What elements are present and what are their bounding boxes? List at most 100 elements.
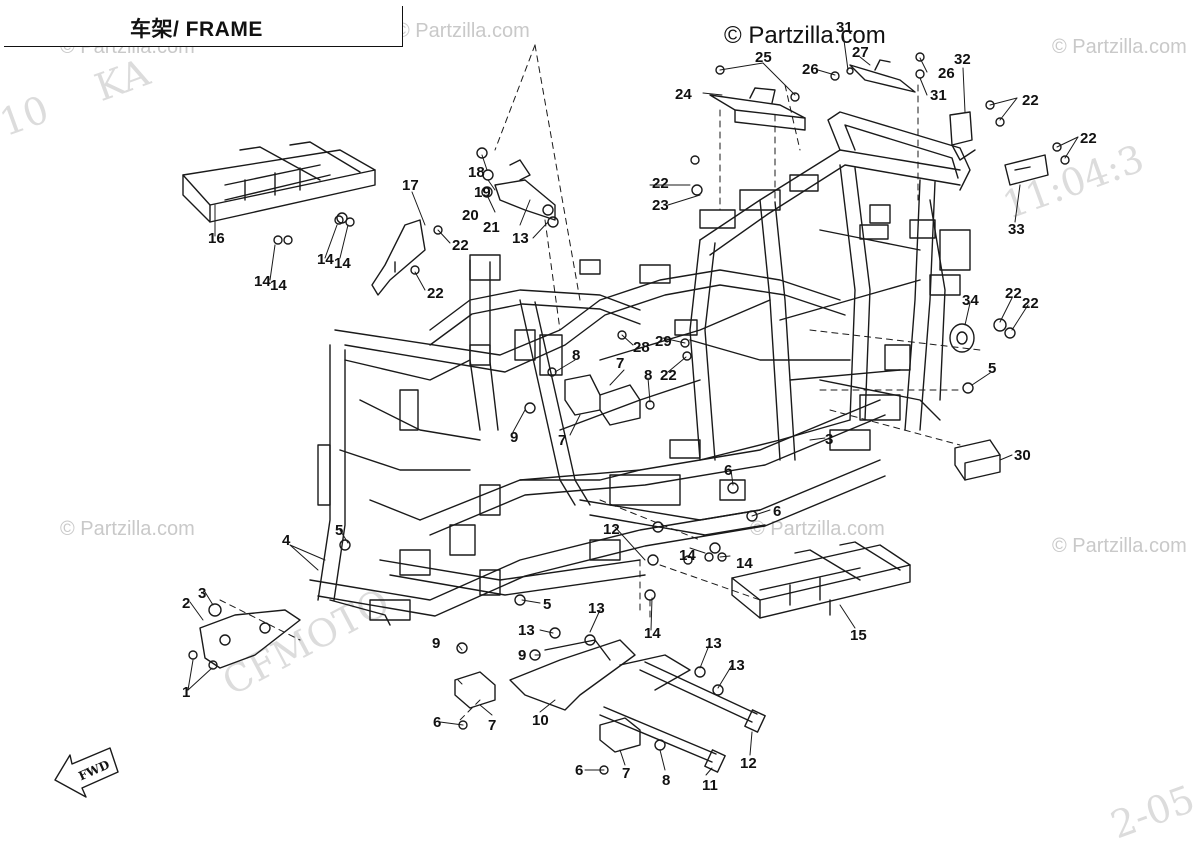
- callout-24: 24: [675, 86, 692, 103]
- callout-22g: 22: [1005, 285, 1022, 302]
- callout-16: 16: [208, 230, 225, 247]
- fwd-label: FWD: [76, 757, 111, 783]
- watermark-partzilla-4: © Partzilla.com: [60, 518, 195, 540]
- callout-13b: 13: [588, 600, 605, 617]
- callout-15: 15: [850, 627, 867, 644]
- callout-9b: 9: [432, 635, 440, 652]
- callout-17: 17: [402, 177, 419, 194]
- callout-23: 23: [652, 197, 669, 214]
- callout-7b: 7: [616, 355, 624, 372]
- callout-27: 27: [852, 44, 869, 61]
- callout-22d: 22: [660, 367, 677, 384]
- part-21-bracket: [494, 159, 556, 221]
- callout-13c: 13: [518, 622, 535, 639]
- callout-25: 25: [755, 49, 772, 66]
- callout-22f: 22: [1080, 130, 1097, 147]
- part-2-bracket: [199, 609, 301, 669]
- callout-19: 19: [474, 184, 491, 201]
- callout-28: 28: [633, 339, 650, 356]
- callout-11: 11: [702, 777, 718, 794]
- callout-5c: 5: [988, 360, 996, 377]
- callout-6c: 6: [724, 462, 732, 479]
- callout-20: 20: [462, 207, 479, 224]
- part-33-bracket: [1004, 154, 1049, 186]
- callout-14f: 14: [736, 555, 753, 572]
- callout-22h: 22: [1022, 295, 1039, 312]
- callout-3b: 3: [825, 431, 833, 448]
- callout-22a: 22: [452, 237, 469, 254]
- part-32-bracket: [949, 111, 976, 161]
- callout-8c: 8: [662, 772, 670, 789]
- part-24-bracket: [709, 87, 806, 131]
- alignment-lines: [219, 44, 981, 721]
- part-7-mounts: [454, 374, 641, 753]
- callout-14d: 14: [334, 255, 351, 272]
- callout-7a: 7: [558, 432, 566, 449]
- copyright-text: © Partzilla.com: [724, 22, 886, 49]
- callout-31b: 31: [930, 87, 947, 104]
- callout-14a: 14: [254, 273, 271, 290]
- callout-32: 32: [954, 51, 971, 68]
- part-27-bracket: [849, 59, 916, 93]
- frame-brackets: [317, 174, 971, 621]
- callout-12b: 12: [740, 755, 757, 772]
- part-17-bracket: [371, 219, 426, 296]
- part-11-bolt: [599, 706, 726, 773]
- frame-top-rails: [334, 111, 971, 373]
- callout-4: 4: [282, 532, 291, 549]
- callout-13d: 13: [705, 635, 722, 652]
- part-16-front-rack: [182, 141, 376, 223]
- callout-6b: 6: [575, 762, 583, 779]
- callout-12a: 12: [603, 521, 620, 538]
- callout-34: 34: [962, 292, 979, 309]
- frame-vertical-posts: [317, 164, 946, 601]
- callout-9c: 9: [518, 647, 526, 664]
- callout-14c: 14: [317, 251, 334, 268]
- callout-7c: 7: [488, 717, 496, 734]
- callout-labels: 1 2 3 3 4 5 5 5 6 6 6 6 7 7 7 7 8 8 8 9 …: [76, 19, 1096, 794]
- part-30-cap: [954, 439, 1001, 481]
- part-15-rear-rack: [731, 541, 911, 619]
- callout-3: 3: [198, 585, 206, 602]
- watermark-partzilla-2: © Partzilla.com: [395, 20, 530, 42]
- fwd-arrow-icon: [54, 747, 119, 798]
- part-34-plate: [949, 323, 975, 353]
- callout-14e: 14: [679, 547, 696, 564]
- callout-18: 18: [468, 164, 485, 181]
- callout-8a: 8: [572, 347, 580, 364]
- callout-22b: 22: [427, 285, 444, 302]
- frame-cross-braces: [339, 229, 921, 521]
- callout-33: 33: [1008, 221, 1025, 238]
- callout-29: 29: [655, 333, 672, 350]
- callout-31a: 31: [836, 19, 853, 36]
- callout-1: 1: [182, 684, 190, 701]
- callout-13e: 13: [728, 657, 745, 674]
- page-title: 车架/ FRAME: [130, 18, 263, 41]
- watermark-partzilla-3: © Partzilla.com: [1052, 36, 1187, 58]
- fasteners: [188, 52, 1070, 775]
- callout-2: 2: [182, 595, 190, 612]
- callout-5b: 5: [543, 596, 551, 613]
- callout-5a: 5: [335, 522, 343, 539]
- callout-26b: 26: [938, 65, 955, 82]
- callout-14g: 14: [644, 625, 661, 642]
- callout-22e: 22: [1022, 92, 1039, 109]
- part-12-bolt: [639, 661, 766, 733]
- callout-13a: 13: [512, 230, 529, 247]
- callout-22c: 22: [652, 175, 669, 192]
- watermark-partzilla-5: © Partzilla.com: [750, 518, 885, 540]
- leader-lines: [187, 32, 1079, 776]
- callout-6a: 6: [433, 714, 441, 731]
- callout-30: 30: [1014, 447, 1031, 464]
- callout-7d: 7: [622, 765, 630, 782]
- callout-10: 10: [532, 712, 549, 729]
- callout-9a: 9: [510, 429, 518, 446]
- watermark-partzilla-6: © Partzilla.com: [1052, 535, 1187, 557]
- callout-6d: 6: [773, 503, 781, 520]
- callout-21: 21: [483, 219, 500, 236]
- callout-14b: 14: [270, 277, 287, 294]
- title-box: [4, 6, 403, 47]
- callout-8b: 8: [644, 367, 652, 384]
